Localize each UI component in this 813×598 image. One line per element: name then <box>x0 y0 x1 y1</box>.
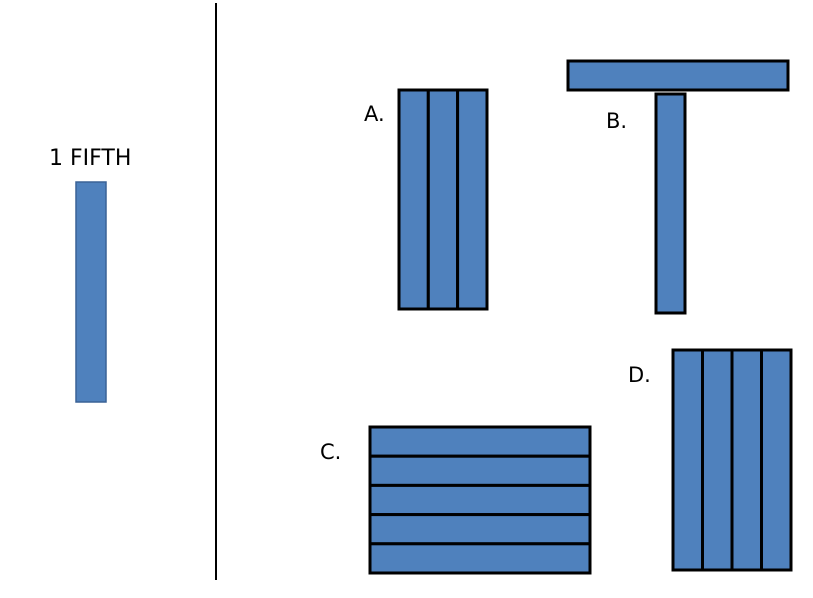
option-a-piece <box>426 88 460 311</box>
option-c-piece <box>368 454 592 487</box>
option-c-piece <box>368 483 592 517</box>
option-b-shape <box>566 59 790 315</box>
option-d-piece <box>671 348 704 572</box>
reference-fifth-bar <box>75 181 107 403</box>
option-d-piece <box>701 348 734 572</box>
option-c-shape <box>368 425 592 575</box>
option-c-label: C. <box>320 440 341 464</box>
option-a-piece <box>397 88 430 311</box>
option-b-piece <box>566 59 790 92</box>
option-d-label: D. <box>628 363 651 387</box>
option-b-label: B. <box>606 109 627 133</box>
option-a-piece <box>456 88 489 311</box>
option-b-piece <box>654 92 687 315</box>
option-d-piece <box>760 348 793 572</box>
option-a-shape <box>397 88 489 311</box>
option-c-piece <box>368 425 592 458</box>
reference-label: 1 FIFTH <box>49 146 131 171</box>
option-c-piece <box>368 513 592 546</box>
option-c-piece <box>368 542 592 575</box>
option-d-piece <box>730 348 763 572</box>
option-d-shape <box>671 348 793 572</box>
option-a-label: A. <box>364 102 385 126</box>
